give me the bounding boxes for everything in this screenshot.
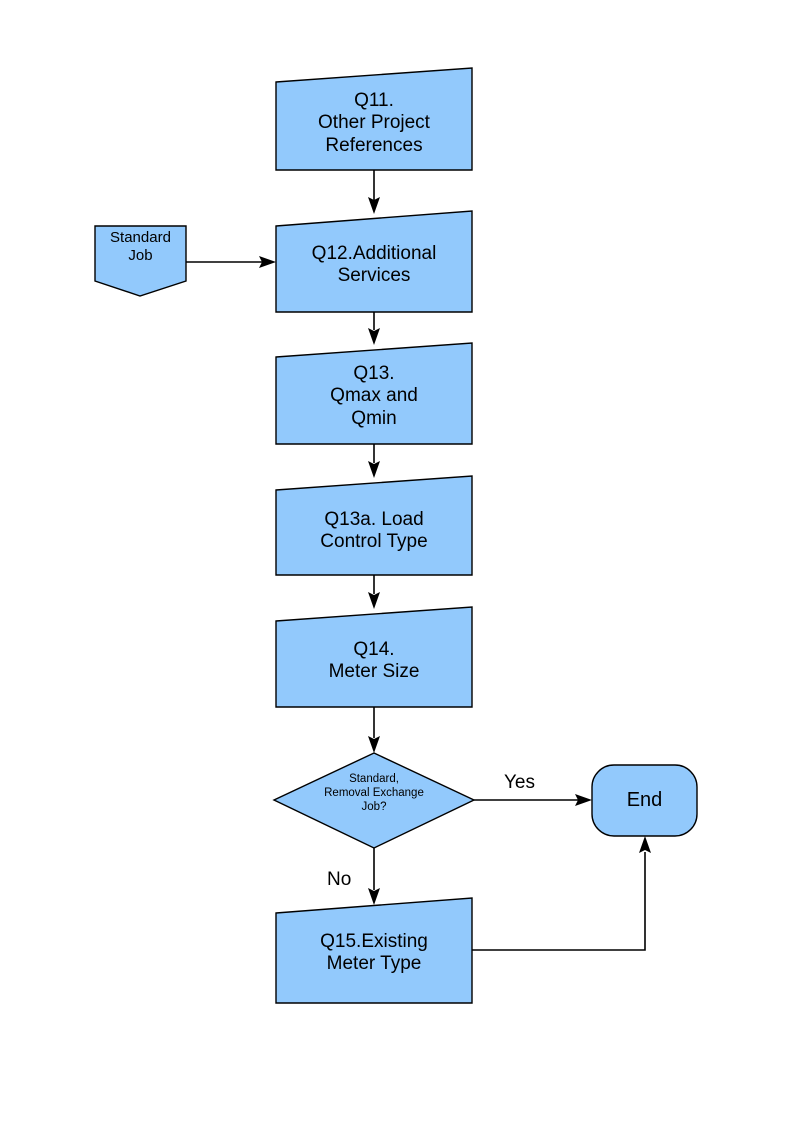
- connector-q12-to-q13: [368, 312, 380, 345]
- node-q13a[interactable]: [275, 475, 473, 576]
- connector-q11-to-q12: [368, 170, 380, 214]
- node-q11[interactable]: [275, 67, 473, 171]
- node-decision-standard-removal-exchange[interactable]: [272, 752, 476, 849]
- node-q15[interactable]: [275, 897, 473, 1004]
- node-q13[interactable]: [275, 342, 473, 445]
- node-standard-job[interactable]: [94, 225, 187, 297]
- node-q12[interactable]: [275, 210, 473, 313]
- connector-decision-to-q15-no: [368, 848, 380, 905]
- connector-decision-to-end-yes: [474, 794, 592, 806]
- node-end[interactable]: [591, 764, 698, 837]
- connector-q13a-to-q14: [368, 575, 380, 609]
- connector-q14-to-decision: [368, 707, 380, 753]
- node-q14[interactable]: [275, 606, 473, 708]
- connector-q15-to-end: [472, 836, 651, 951]
- connector-standardjob-to-q12: [186, 256, 276, 268]
- connector-q13-to-q13a: [368, 444, 380, 478]
